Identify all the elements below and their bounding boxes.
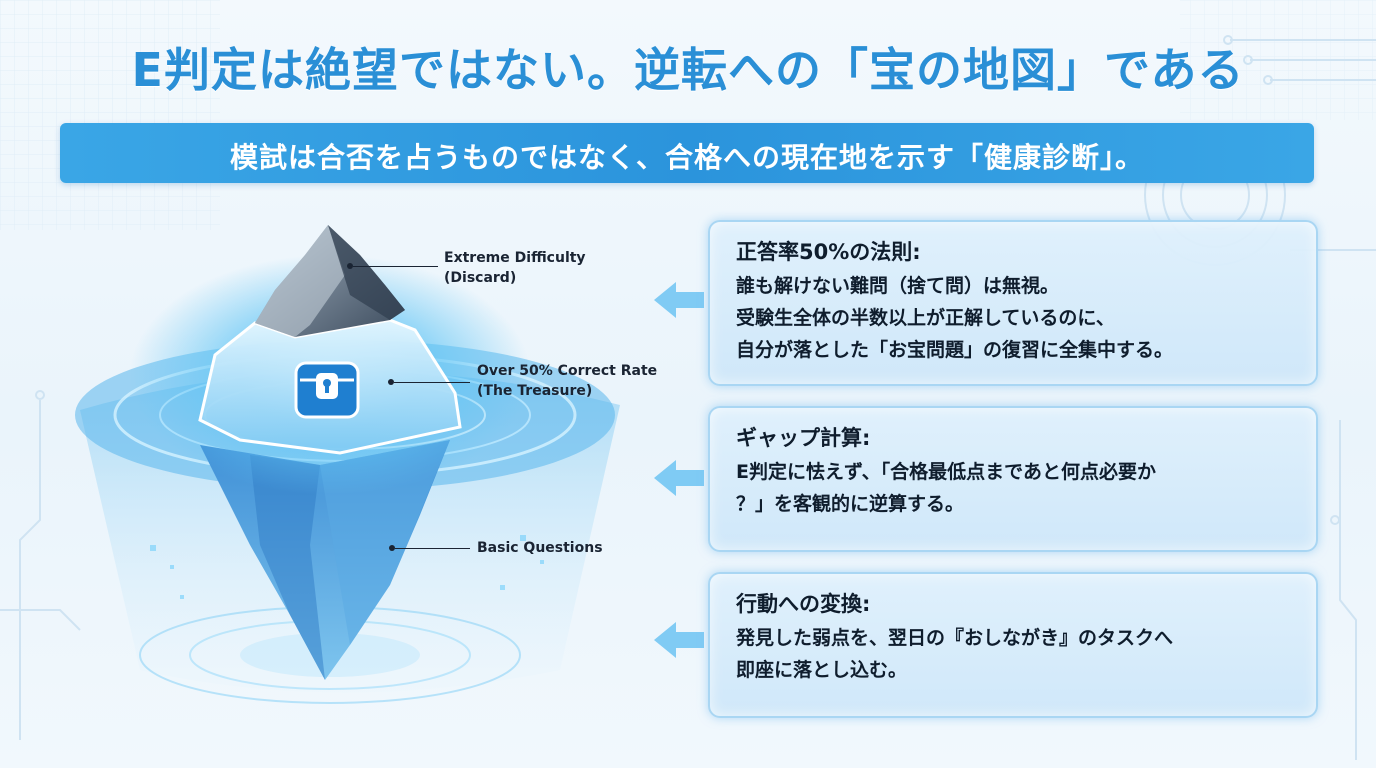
card-title: ギャップ計算: bbox=[736, 426, 871, 450]
card-body: 誰も解けない難問（捨て問）は無視。 受験生全体の半数以上が正解しているのに、 自… bbox=[736, 270, 1296, 366]
arrow-left-icon bbox=[654, 282, 704, 318]
card-body: E判定に怯えず、「合格最低点まであと何点必要か ？」を客観的に逆算する。 bbox=[736, 456, 1296, 520]
card-line: 誰も解けない難問（捨て問）は無視。 bbox=[736, 275, 1060, 297]
card-body: 発見した弱点を、翌日の『おしながき』のタスクへ 即座に落とし込む。 bbox=[736, 622, 1296, 686]
bottom-label: Basic Questions bbox=[477, 540, 603, 556]
top-label: Extreme Difficulty (Discard) bbox=[444, 248, 586, 288]
card-line: ？」を客観的に逆算する。 bbox=[736, 493, 965, 515]
card-line: 発見した弱点を、翌日の『おしながき』のタスクへ bbox=[736, 627, 1174, 649]
card-line: 自分が落とした「お宝問題」の復習に全集中する。 bbox=[736, 339, 1174, 361]
arrow-left-icon bbox=[654, 460, 704, 496]
page-title: E判定は絶望ではない。逆転への「宝の地図」である bbox=[131, 43, 1245, 97]
treasure-chest-icon bbox=[294, 361, 360, 419]
arrow-left-icon bbox=[654, 622, 704, 658]
iceberg-illustration bbox=[75, 225, 620, 704]
middle-label-line1: Over 50% Correct Rate bbox=[477, 363, 658, 379]
subtitle-text: 模試は合否を占うものではなく、合格への現在地を示す「健康診断」。 bbox=[229, 141, 1144, 174]
card-line: E判定に怯えず、「合格最低点まであと何点必要か bbox=[736, 461, 1156, 483]
card-line: 即座に落とし込む。 bbox=[736, 659, 908, 681]
middle-label: Over 50% Correct Rate (The Treasure) bbox=[477, 361, 657, 401]
top-label-leader bbox=[353, 266, 438, 267]
card-title: 正答率50%の法則: bbox=[736, 240, 921, 264]
top-label-line2: (Discard) bbox=[444, 270, 517, 286]
middle-label-leader bbox=[394, 382, 470, 383]
subtitle-banner: 模試は合否を占うものではなく、合格への現在地を示す「健康診断」。 bbox=[60, 123, 1314, 183]
card-line: 受験生全体の半数以上が正解しているのに、 bbox=[736, 307, 1115, 329]
top-label-line1: Extreme Difficulty bbox=[444, 250, 586, 266]
middle-label-line2: (The Treasure) bbox=[477, 383, 593, 399]
card-gap-calculation: ギャップ計算: E判定に怯えず、「合格最低点まであと何点必要か ？」を客観的に逆… bbox=[708, 406, 1318, 552]
card-correct-rate-rule: 正答率50%の法則: 誰も解けない難問（捨て問）は無視。 受験生全体の半数以上が… bbox=[708, 220, 1318, 386]
card-action-conversion: 行動への変換: 発見した弱点を、翌日の『おしながき』のタスクへ 即座に落とし込む… bbox=[708, 572, 1318, 718]
card-title: 行動への変換: bbox=[736, 592, 871, 616]
bottom-label-marker bbox=[389, 545, 395, 551]
top-label-marker bbox=[347, 263, 353, 269]
middle-label-marker bbox=[388, 379, 394, 385]
bottom-label-leader bbox=[395, 548, 470, 549]
